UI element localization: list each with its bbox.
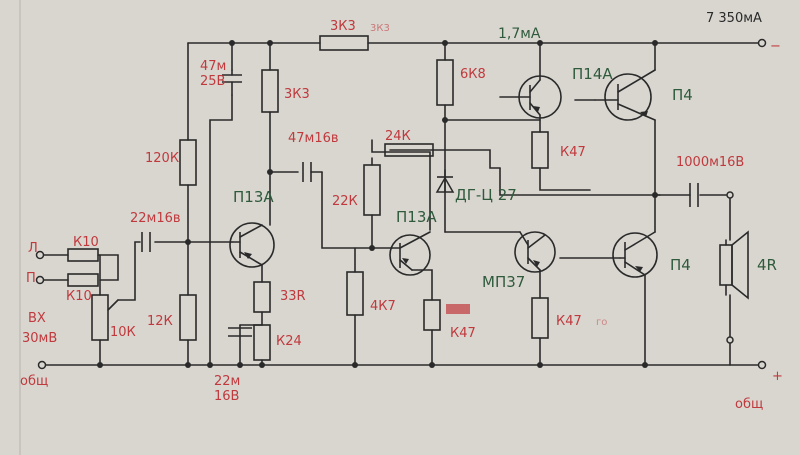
input-left-label: Л: [28, 241, 38, 256]
capacitor-coupling: [302, 162, 323, 182]
resistor-bias-bottom: [179, 294, 197, 341]
potentiometer-input: [91, 294, 109, 341]
ground-left-label: общ: [20, 374, 48, 389]
supply-terminal: [757, 38, 767, 48]
output-plus-label: +: [772, 369, 783, 384]
capacitor-output: [689, 183, 699, 207]
capacitor-top: [222, 69, 242, 96]
diode: [435, 176, 455, 193]
branch-current-label: 1,7мА: [498, 26, 541, 42]
ground-left-terminal: [37, 360, 47, 370]
coll1-label: 3К3: [284, 87, 310, 102]
r4k7-label: 4К7: [370, 299, 396, 314]
scribble-correction: [446, 304, 470, 314]
emit1b-label: К24: [276, 334, 302, 349]
r-emit2-label: К47: [450, 326, 476, 341]
output-terminal-bottom: [726, 336, 734, 344]
input-left-terminal: [35, 250, 45, 260]
r22k-label: 22К: [332, 194, 358, 209]
c-emitter-label: 22м: [214, 374, 240, 389]
r-in-right-label: К10: [66, 289, 92, 304]
resistors: [67, 35, 549, 361]
q3-label: МП37: [482, 273, 525, 291]
c-top-label: 47м: [200, 59, 226, 74]
pot-in-label: 10К: [110, 325, 136, 340]
input-label: ВХ: [28, 311, 46, 326]
resistor-4k7: [346, 271, 364, 316]
r24k-label: 24К: [385, 129, 411, 144]
r-k47-bottom-faint-label: го: [596, 317, 607, 328]
resistor-6k8: [436, 59, 454, 106]
q1-label: П13А: [233, 188, 274, 206]
r-k47-top-label: К47: [560, 145, 586, 160]
capacitor-input: [141, 232, 151, 252]
transistor-q3: [514, 231, 556, 273]
transistors: [229, 69, 658, 278]
resistor-input-left: [67, 248, 99, 262]
ground-right-terminal: [757, 360, 767, 370]
resistor-emitter-1b: [253, 324, 271, 361]
transistor-q4: [499, 75, 562, 119]
resistor-22k: [363, 164, 381, 216]
speaker: [719, 230, 749, 300]
r-in-left-label: К10: [73, 235, 99, 250]
input-right-terminal: [35, 275, 45, 285]
capacitors: [141, 69, 699, 337]
supply-polarity-label: −: [770, 39, 781, 54]
c-input-label: 22м16в: [130, 211, 181, 226]
resistor-bias-top: [179, 139, 197, 186]
feedback-top-label: 3К3: [330, 19, 356, 34]
diode-label: ДГ-Ц 27: [455, 186, 517, 204]
terminals: [35, 38, 767, 370]
supply-current-label: 7 350мА: [706, 11, 762, 26]
transistor-q2: [389, 231, 431, 276]
input-right-label: П: [26, 271, 36, 286]
bias-top-label: 120К: [145, 151, 179, 166]
r-k47-bottom-label: К47: [556, 314, 582, 329]
r6k8-label: 6К8: [460, 67, 486, 82]
resistor-emitter-2: [423, 299, 441, 331]
junctions: [97, 40, 658, 368]
input-level-label: 30мВ: [22, 331, 57, 346]
speaker-label: 4R: [757, 256, 777, 274]
labels: 7 350мА − 1,7мА Л П ВХ 30мВ общ общ + К1…: [20, 11, 783, 412]
c-top-voltage-label: 25В: [200, 74, 225, 89]
resistor-input-right: [67, 273, 99, 287]
feedback-top-faint-label: 3К3: [370, 23, 390, 34]
q4-label: П14А: [572, 65, 613, 83]
resistor-k47-bottom: [531, 297, 549, 339]
resistor-collector-1: [261, 69, 279, 113]
wiring: [39, 42, 761, 366]
q6-label: П4: [670, 256, 691, 274]
resistor-k47-top: [531, 131, 549, 169]
potentiometer-wiper: [107, 299, 119, 311]
output-terminal-top: [726, 191, 734, 199]
resistor-feedback-top: [319, 35, 369, 51]
resistor-emitter-1: [253, 281, 271, 313]
ground-right-label: общ: [735, 397, 763, 412]
c-output-label: 1000м16В: [676, 155, 744, 170]
transistor-q5: [594, 69, 656, 121]
q2-label: П13А: [396, 208, 437, 226]
emit1-label: 33R: [280, 289, 306, 304]
c-coupling-label: 47м16в: [288, 131, 339, 146]
transistor-q6: [612, 231, 658, 278]
capacitor-emitter: [228, 327, 252, 337]
q5-label: П4: [672, 86, 693, 104]
transistor-q1: [229, 222, 275, 268]
resistor-24k: [384, 143, 434, 157]
c-emitter-voltage-label: 16В: [214, 389, 239, 404]
bias-bottom-label: 12К: [147, 314, 173, 329]
